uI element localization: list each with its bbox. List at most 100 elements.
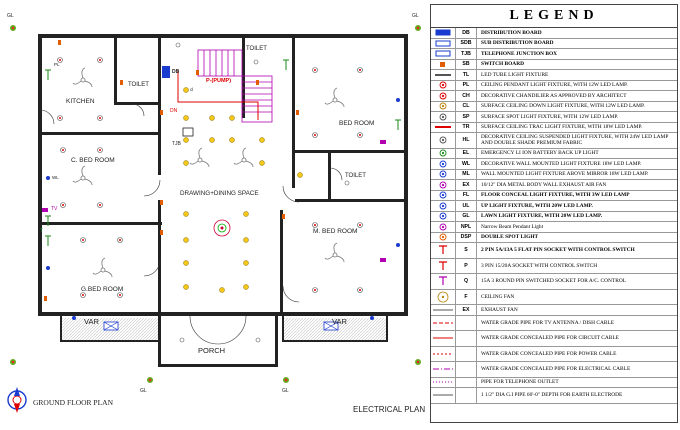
legend-code: DSP <box>455 232 477 242</box>
legend-code <box>455 377 477 387</box>
legend-row: WATER GRADE CONCEALED PIPE FOR POWER CAB… <box>431 346 677 362</box>
spot-light-icon <box>175 42 350 343</box>
stair-direction-arrow <box>177 70 259 120</box>
legend-code: GL <box>455 211 477 221</box>
legend-row: TR SURFACE CEILING TRAC LIGHT FIXTURE, WI… <box>431 122 677 133</box>
legend-code: TJB <box>455 49 477 59</box>
plan-title: GROUND FLOOR PLAN <box>33 398 114 407</box>
suspended-light-icon <box>431 133 455 148</box>
spot-light-icon <box>431 112 455 122</box>
legend-description: TELEPHONE JUNCTION BOX <box>481 50 558 57</box>
legend-row: SB SWITCH BOARD <box>431 59 677 70</box>
legend-code <box>455 346 477 361</box>
legend-description: DISTRIBUTION BOARD <box>481 29 542 36</box>
legend-code: EL <box>455 148 477 158</box>
room-label-toilet-3: TOILET <box>345 173 366 179</box>
legend-description: 1 1/2" DIA G.I PIPE 60'-0" DEPTH FOR EAR… <box>481 392 623 399</box>
legend-description: SURFACE SPOT LIGHT FIXTURE, WITH 12W LED… <box>481 113 619 120</box>
legend-row: SP SURFACE SPOT LIGHT FIXTURE, WITH 12W L… <box>431 112 677 123</box>
legend-code: PL <box>455 80 477 90</box>
legend-code: P <box>455 258 477 273</box>
legend-description: EXHAUST FAN <box>481 306 518 313</box>
room-label-c-bed-room: C. BED ROOM <box>71 157 115 164</box>
legend-description: 15A 3 ROUND PIN SWITCHED SOCKET FOR A/C.… <box>481 278 627 285</box>
wl-label: WL <box>52 175 59 180</box>
exhaust-fan-icon <box>431 180 455 190</box>
legend-description: SURFACE CEILING DOWN LIGHT FIXTURE, WITH… <box>481 103 645 110</box>
emergency-light-icon <box>431 149 455 159</box>
room-label-toilet-1: TOILET <box>128 82 149 88</box>
t-label: T <box>40 228 44 234</box>
sp-label: SP <box>174 34 181 39</box>
floor-light-icon <box>431 191 455 201</box>
tjb-label: TJB <box>172 141 181 147</box>
wall-light-icon <box>431 159 455 169</box>
legend-code: SP <box>455 112 477 122</box>
room-label-m-bed-room: M. BED ROOM <box>313 228 358 235</box>
socket-icon <box>45 59 401 246</box>
north-compass-icon <box>7 387 27 413</box>
legend-code: DB <box>455 28 477 38</box>
room-label-porch: PORCH <box>198 346 226 355</box>
legend-description: WALL MOUNTED LIGHT FIXTURE ABOVE MIRROR … <box>481 171 649 178</box>
staircase <box>197 49 273 123</box>
legend-code: SDB <box>455 38 477 48</box>
ac-socket-icon <box>431 274 455 289</box>
legend-row: ML WALL MOUNTED LIGHT FIXTURE ABOVE MIRRO… <box>431 169 677 180</box>
exhaust-fan-line-icon <box>431 305 455 315</box>
legend-description: WATER GRADE CONCEALED PIPE FOR ELECTRICA… <box>481 366 631 373</box>
socket-5a-icon <box>431 243 455 258</box>
pendant-light-dot <box>59 59 361 296</box>
room-label-g-bed-room: G.BED ROOM <box>81 286 124 293</box>
legend-row: WATER GRADE CONCEALED PIPE FOR ELECTRICA… <box>431 362 677 378</box>
legend-row: GL LAWN LIGHT FIXTURE, WITH 20W LED LAMP. <box>431 211 677 222</box>
door-swings <box>39 103 343 303</box>
legend-description: Narrow Beam Pendant Light <box>481 223 544 230</box>
legend-description: FLOOR CONCEAL LIGHT FIXTURE, WITH 3W LED… <box>481 192 630 199</box>
room-label-var-left: VAR <box>84 317 99 326</box>
legend-description: LAWN LIGHT FIXTURE, WITH 20W LED LAMP. <box>481 213 603 220</box>
wall-light-icon <box>46 98 400 320</box>
legend-row: TJB TELEPHONE JUNCTION BOX <box>431 49 677 60</box>
legend-code: TR <box>455 122 477 132</box>
circuit-cable-line-icon <box>431 331 455 346</box>
legend-code: Q <box>455 274 477 289</box>
track-light-icon <box>431 123 455 133</box>
legend-code: HL <box>455 133 477 148</box>
pump-label: P-(PUMP) <box>206 78 232 84</box>
legend-description: DOUBLE SPOT LIGHT <box>481 234 539 241</box>
legend-code: EX <box>455 180 477 190</box>
cl-label: cl <box>190 87 194 92</box>
legend-description: CEILING PENDANT LIGHT FIXTURE, WITH 12W … <box>481 82 628 89</box>
pendant-light-icon <box>57 57 363 298</box>
legend-code: SB <box>455 59 477 69</box>
legend-code: ML <box>455 169 477 179</box>
legend-description: SWITCH BOARD <box>481 61 524 68</box>
legend-description: DECORATIVE CHANDILIER AS APPROVED BY ARC… <box>481 92 627 99</box>
tube-light-icon <box>431 70 455 80</box>
legend-title: LEGEND <box>431 5 677 28</box>
plan-subtitle: ELECTRICAL PLAN <box>353 405 426 414</box>
legend-code: WL <box>455 159 477 169</box>
legend-description: UP LIGHT FIXTURE, WITH 20W LED LAMP. <box>481 202 593 209</box>
lawn-light-icon <box>10 25 421 383</box>
legend-code: TL <box>455 70 477 80</box>
legend-description: SURFACE CEILING TRAC LIGHT FIXTURE, WITH… <box>481 124 643 131</box>
pl-label: PL <box>54 62 60 67</box>
legend-description: PIPE FOR TELEPHONE OUTLET <box>481 379 559 386</box>
earth-electrode-icon <box>431 388 455 403</box>
tjb-icon <box>431 49 455 59</box>
power-cable-line-icon <box>431 347 455 362</box>
legend-description: 3 PIN 15/20A SOCKET WITH CONTROL SWITCH <box>481 262 598 269</box>
switch-board-icon <box>431 60 455 70</box>
porch-arches <box>189 315 247 345</box>
double-spot-icon <box>431 233 455 243</box>
room-label-bed-room: BED ROOM <box>339 120 375 127</box>
